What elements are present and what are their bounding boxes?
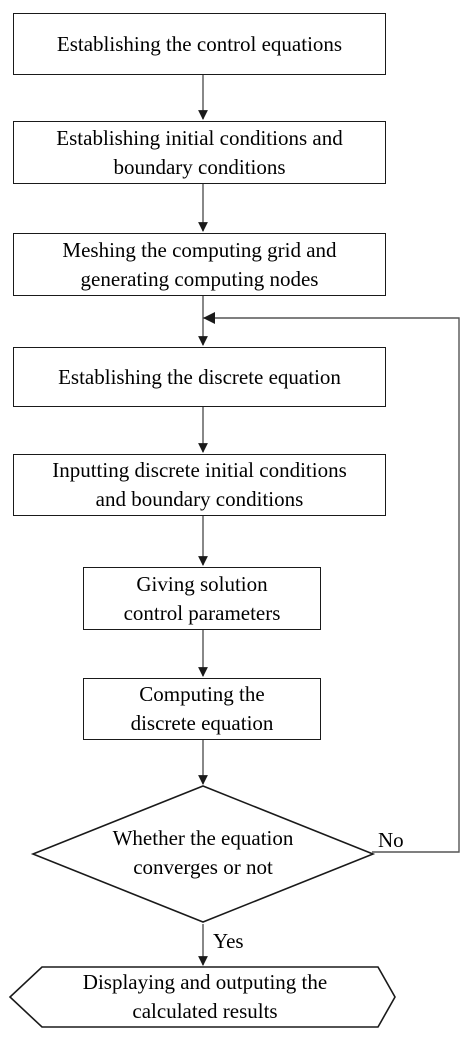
decision-diamond [30,785,376,923]
output-line-2: calculated results [132,999,278,1023]
output-display-results: Displaying and outputing the calculated … [30,967,380,1027]
step-giving-solution-parameters: Giving solution control parameters [83,567,321,630]
step-5-line-2: and boundary conditions [95,487,304,511]
step-1-line-1: Establishing the control equations [56,31,343,56]
branch-label-yes: Yes [213,929,244,953]
step-input-discrete-conditions: Inputting discrete initial conditions an… [13,454,386,516]
step-2-line-2: boundary conditions [113,154,286,179]
step-5-line-1: Inputting discrete initial conditions [52,458,347,482]
loop-back-arrowhead [203,312,215,324]
step-7-line-2: discrete equation [130,711,274,735]
step-6-line-1: Giving solution [136,571,268,596]
loop-back-connector-no [203,317,460,853]
decision-line-1: Whether the equation [112,826,294,850]
step-2-line-1: Establishing initial conditions and [56,125,343,150]
step-3-line-2: generating computing nodes [80,266,319,291]
step-computing-discrete-equation: Computing the discrete equation [83,678,321,740]
decision-converges: Whether the equation converges or not [53,820,353,886]
step-establish-initial-boundary-conditions: Establishing initial conditions and boun… [13,121,386,184]
step-establish-discrete-equation: Establishing the discrete equation [13,347,386,407]
step-meshing-grid: Meshing the computing grid and generatin… [13,233,386,296]
step-7-line-1: Computing the [139,682,265,706]
branch-label-no: No [378,828,404,852]
step-4-line-1: Establishing the discrete equation [58,364,341,389]
step-establish-control-equations: Establishing the control equations [13,13,386,75]
output-hexagon [8,966,396,1028]
output-line-1: Displaying and outputing the [82,970,328,994]
step-6-line-2: control parameters [123,600,281,625]
decision-line-2: converges or not [133,855,273,879]
step-3-line-1: Meshing the computing grid and [62,237,337,262]
